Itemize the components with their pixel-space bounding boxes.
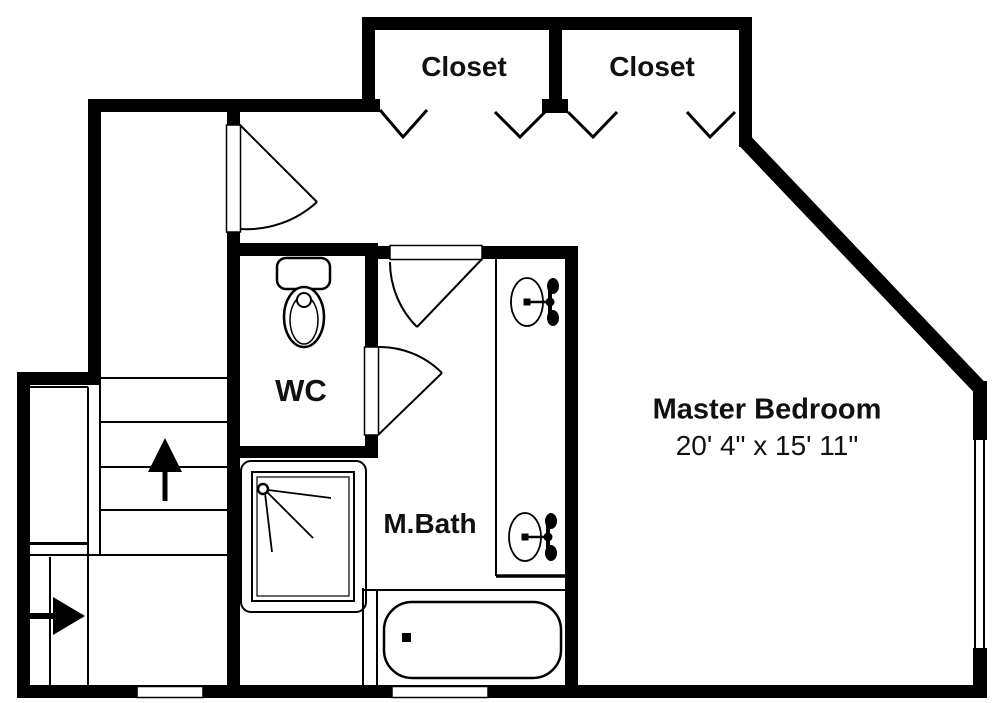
bathtub-drain (402, 633, 411, 642)
wall-wc-bottom (234, 446, 378, 458)
shower-spray-1 (267, 489, 332, 499)
sink-drain-bottom (521, 533, 529, 541)
door-hall-arc (239, 201, 318, 231)
wall-closet-divider-stub (542, 99, 568, 113)
bathtub (382, 600, 563, 680)
wall-right-lower (973, 648, 987, 698)
shower-spray-2 (266, 491, 314, 539)
opening-bottom-left (136, 685, 204, 699)
opening-bottom-center (391, 685, 489, 699)
closet-right-label: Closet (609, 51, 695, 82)
master-bath-label: M.Bath (383, 508, 477, 539)
shower-pan-inner (256, 476, 350, 597)
bifold-door-closet-right-2 (685, 110, 737, 140)
wall-closet-divider (549, 17, 562, 100)
doorway-bath-top (389, 244, 483, 261)
door-bath-top-leaf (416, 258, 483, 328)
toilet-tank (275, 256, 332, 291)
bifold-door-closet-right-1 (566, 110, 619, 140)
faucet-handle-bottom-2 (545, 545, 557, 561)
wc-label: WC (275, 373, 327, 408)
wall-left-upper (88, 99, 101, 382)
bifold-door-closet-left-1 (378, 109, 429, 140)
closet-left-label: Closet (421, 51, 507, 82)
wall-wc-top (227, 243, 378, 256)
shower-spray-3 (264, 492, 273, 553)
toilet-seat-hinge (296, 292, 312, 308)
wall-left-lower (17, 372, 30, 698)
door-hall-leaf (239, 124, 318, 203)
sink-drain-top (523, 298, 531, 306)
wall-right-upper (973, 381, 987, 440)
doorway-wc-bath (363, 346, 380, 436)
door-bath-top-arc (389, 261, 418, 328)
stairs-up-arrow-head (148, 438, 182, 472)
master-bedroom-label: Master Bedroom (652, 393, 882, 426)
door-wc-bath-leaf (377, 372, 443, 436)
wall-bottom (17, 685, 987, 698)
wall-closet-left (362, 17, 375, 112)
doorway-hall (225, 124, 242, 233)
wall-diagonal (739, 135, 987, 395)
wall-closet-right (739, 17, 752, 147)
faucet-knob-top (545, 297, 555, 307)
faucet-handle-bottom-1 (545, 513, 557, 529)
bifold-door-closet-left-2 (493, 110, 547, 140)
faucet-knob-bottom (543, 532, 553, 542)
stairs-down-arrow-head (53, 597, 85, 635)
door-wc-bath-arc (377, 345, 443, 374)
wall-bath-right (565, 246, 578, 698)
faucet-handle-top-1 (547, 278, 559, 294)
faucet-handle-top-2 (547, 310, 559, 326)
master-bedroom-dimensions: 20' 4" x 15' 11" (675, 430, 859, 461)
shower-pan-outer (251, 471, 355, 602)
wall-left-step (17, 372, 101, 385)
shower-head (256, 482, 270, 496)
